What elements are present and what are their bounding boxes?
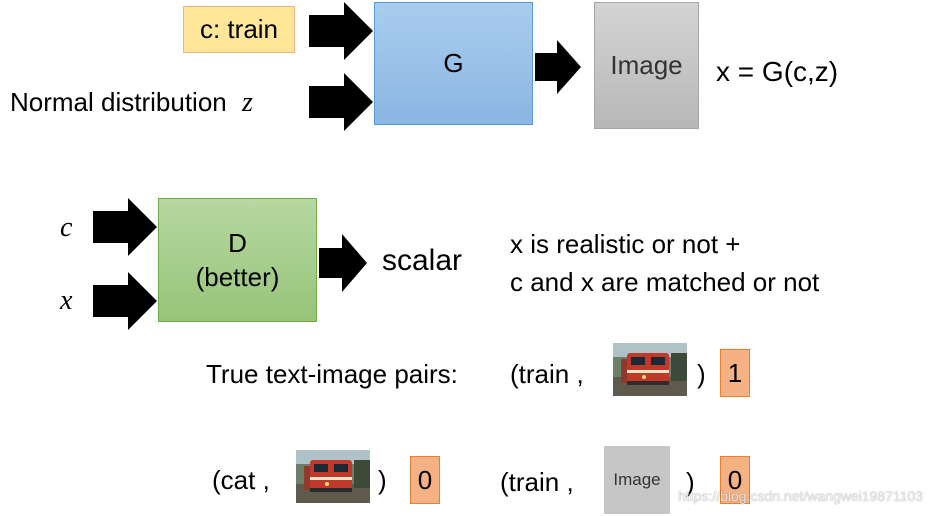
- train-photo: [613, 343, 687, 396]
- fake-pair2-close: ): [686, 467, 695, 497]
- input-c-label: c: [60, 212, 73, 243]
- noise-variable: z: [241, 87, 253, 118]
- generator-label: G: [443, 48, 464, 78]
- discriminator-description-line1: x is realistic or not +: [510, 229, 741, 259]
- true-pair-close: ): [697, 359, 706, 389]
- scalar-label: scalar: [382, 244, 463, 277]
- watermark: https://blog.csdn.net/wangwei19871103: [678, 488, 923, 504]
- fake-pair1-close: ): [378, 465, 387, 495]
- arrow-icon: [535, 40, 581, 94]
- input-x-label: x: [60, 285, 73, 316]
- generated-image-label: Image: [610, 50, 683, 80]
- true-pairs-label: True text-image pairs:: [206, 359, 458, 389]
- discriminator-label: D: [228, 227, 247, 258]
- fake-pair1-score: 0: [410, 456, 440, 504]
- fake-pair1-open: (cat ,: [212, 465, 270, 495]
- generator-equation: x = G(c,z): [716, 56, 839, 87]
- arrow-icon: [309, 2, 373, 60]
- noise-label-group: Normal distribution z: [10, 89, 253, 117]
- discriminator-description-line2: c and x are matched or not: [510, 267, 820, 297]
- true-pair-score: 1: [720, 349, 750, 397]
- train-photo: [296, 450, 370, 503]
- discriminator-box: D (better): [158, 198, 317, 322]
- arrow-icon: [93, 198, 157, 256]
- condition-box: c: train: [183, 6, 295, 53]
- generated-image-box: Image: [594, 2, 699, 129]
- arrow-icon: [309, 73, 373, 131]
- fake-pair1-score-value: 0: [417, 464, 433, 495]
- fake-pair2-score-value: 0: [727, 464, 743, 495]
- noise-label: Normal distribution: [10, 87, 227, 117]
- generator-box: G: [374, 2, 533, 125]
- true-pair-open: (train ,: [510, 359, 584, 389]
- arrow-icon: [319, 234, 367, 292]
- generated-image-thumb: Image: [604, 446, 670, 514]
- generated-image-thumb-label: Image: [613, 470, 661, 489]
- discriminator-sublabel: (better): [195, 262, 280, 293]
- fake-pair2-open: (train ,: [500, 467, 574, 497]
- true-pair-score-value: 1: [727, 357, 743, 388]
- arrow-icon: [93, 272, 157, 330]
- fake-pair2-score: 0: [720, 456, 750, 504]
- condition-label: c: train: [199, 14, 279, 44]
